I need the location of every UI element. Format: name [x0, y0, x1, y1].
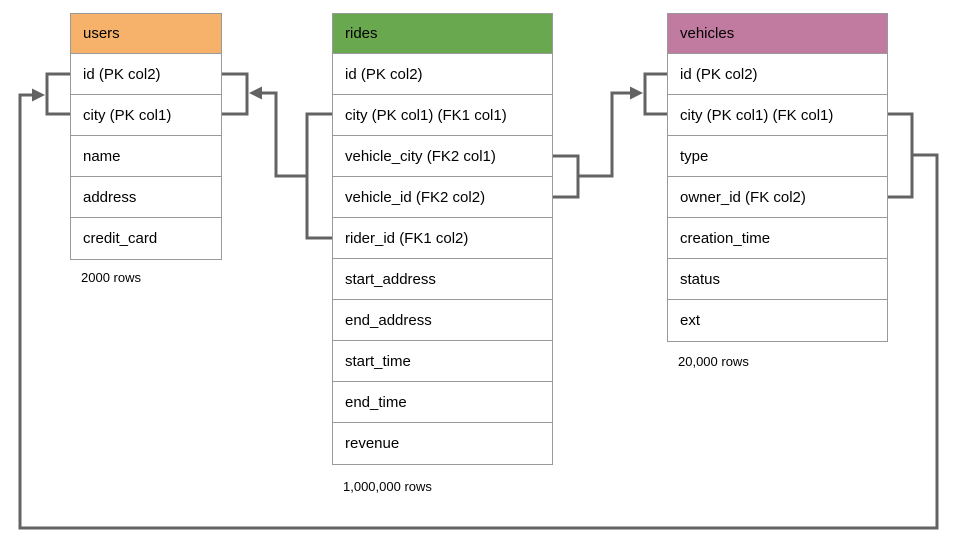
column-row: revenue — [333, 423, 552, 464]
connector-lines — [18, 72, 939, 530]
column-row: ext — [668, 300, 887, 341]
column-row: rider_id (FK1 col2) — [333, 218, 552, 259]
column-row: type — [668, 136, 887, 177]
column-row: city (PK col1) — [71, 95, 221, 136]
column-row: city (PK col1) (FK col1) — [668, 95, 887, 136]
column-row: name — [71, 136, 221, 177]
arrowhead-right-icon — [630, 86, 643, 100]
column-row: owner_id (FK col2) — [668, 177, 887, 218]
connector-rides-to-users — [222, 72, 332, 240]
column-row: vehicle_city (FK2 col1) — [333, 136, 552, 177]
table-rides-header: rides — [333, 14, 552, 54]
column-row: id (PK col2) — [668, 54, 887, 95]
column-row: creation_time — [668, 218, 887, 259]
column-row: vehicle_id (FK2 col2) — [333, 177, 552, 218]
row-count-label: 2000 rows — [81, 270, 141, 285]
table-vehicles: vehicles id (PK col2) city (PK col1) (FK… — [667, 13, 888, 342]
column-row: status — [668, 259, 887, 300]
arrowhead-left-icon — [249, 86, 262, 100]
column-row: end_time — [333, 382, 552, 423]
arrowhead-right-icon — [32, 88, 45, 102]
table-users-header: users — [71, 14, 221, 54]
arrowheads — [32, 86, 643, 102]
column-row: city (PK col1) (FK1 col1) — [333, 95, 552, 136]
column-row: id (PK col2) — [71, 54, 221, 95]
column-row: address — [71, 177, 221, 218]
column-row: end_address — [333, 300, 552, 341]
row-count-label: 1,000,000 rows — [343, 479, 432, 494]
row-count-label: 20,000 rows — [678, 354, 749, 369]
table-rides: rides id (PK col2) city (PK col1) (FK1 c… — [332, 13, 553, 465]
table-vehicles-header: vehicles — [668, 14, 887, 54]
column-row: start_time — [333, 341, 552, 382]
connector-rides-to-vehicles — [553, 72, 667, 199]
connector-vehicles-to-users — [18, 72, 939, 530]
column-row: id (PK col2) — [333, 54, 552, 95]
column-row: credit_card — [71, 218, 221, 259]
table-users: users id (PK col2) city (PK col1) name a… — [70, 13, 222, 260]
column-row: start_address — [333, 259, 552, 300]
